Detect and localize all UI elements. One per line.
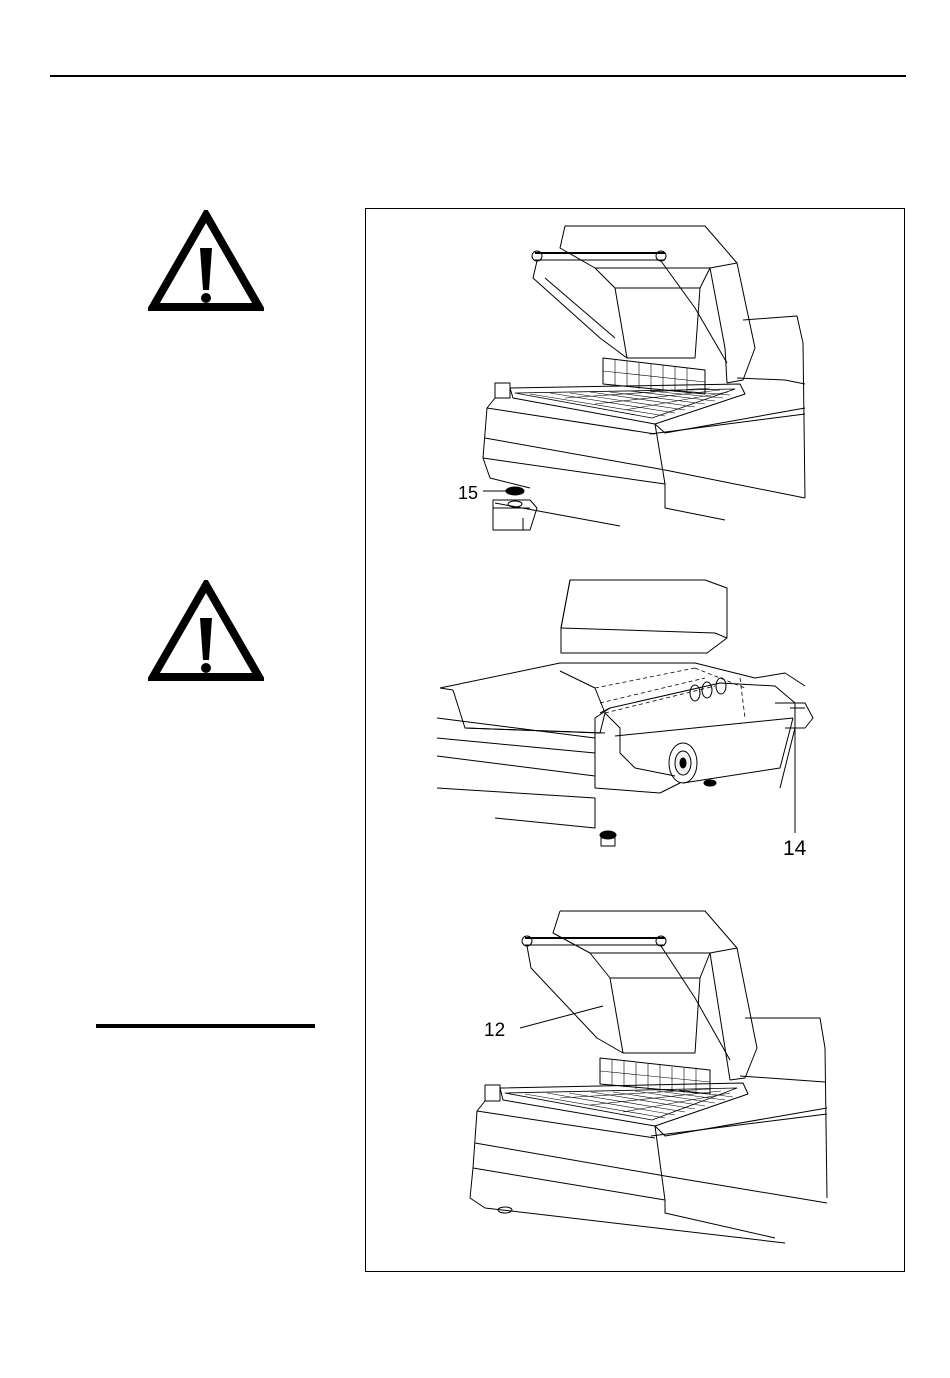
callout-15: 15 (458, 483, 478, 503)
callout-14: 14 (783, 839, 806, 859)
warning-triangle-icon (148, 210, 264, 312)
section-rule (96, 1024, 315, 1028)
machine-illustrations (365, 208, 905, 1272)
machine-drawing-hood-interior (470, 911, 827, 1243)
header-rule (50, 75, 906, 77)
machine-drawing-open-hood (483, 226, 805, 530)
warning-triangle-icon (148, 580, 264, 682)
machine-drawing-film-roll (437, 580, 813, 846)
callout-12: 12 (484, 1021, 505, 1041)
